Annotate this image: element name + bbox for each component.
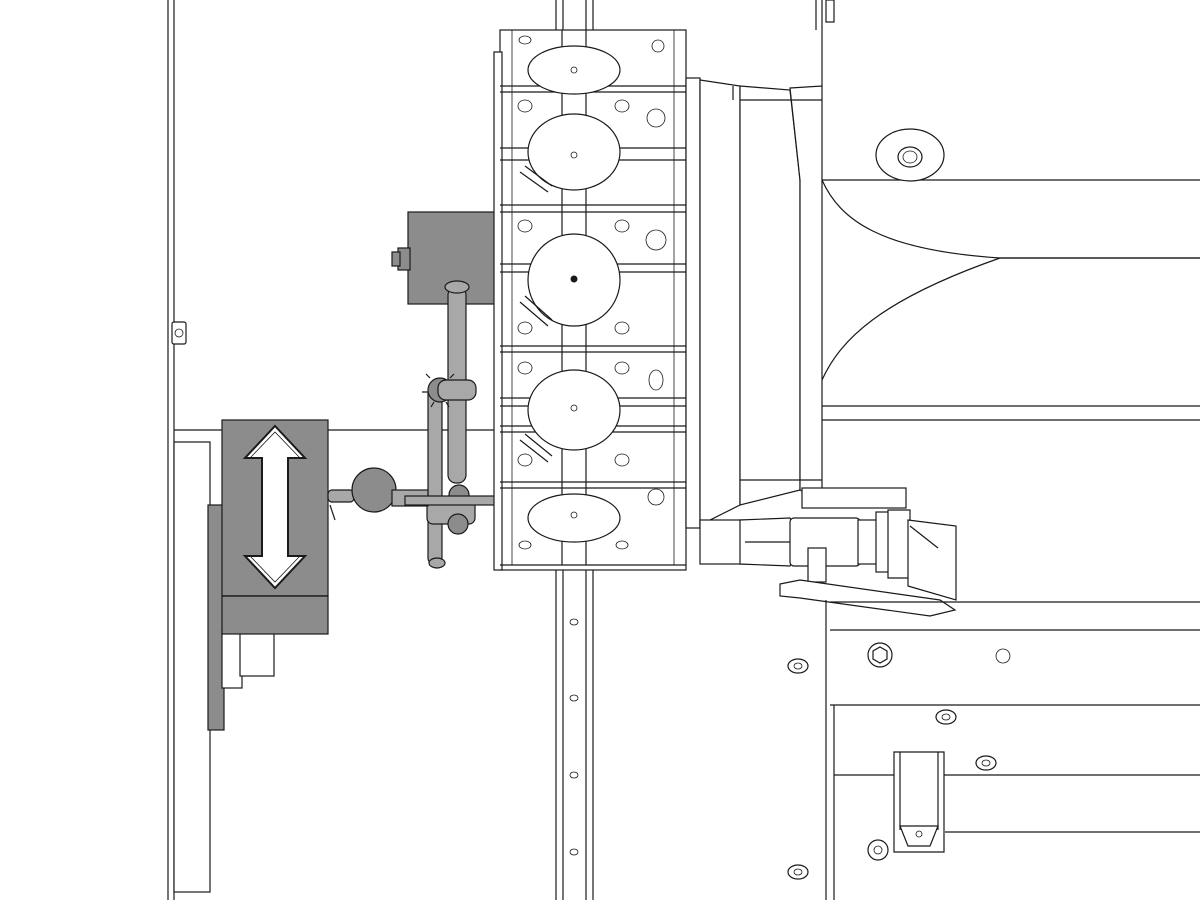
indicator-stand [422, 280, 477, 569]
clamp-saddle [527, 493, 621, 543]
hose-coupling-icon [699, 517, 801, 567]
clamp-saddle [527, 369, 621, 451]
double-headed-vertical-arrow-icon [242, 424, 308, 590]
clamp-saddle [527, 113, 621, 191]
valve-lever-icon [779, 487, 957, 617]
clamp-saddle [527, 233, 621, 327]
spindle-housing [685, 0, 1200, 529]
dial-indicator-icon [327, 467, 529, 521]
bolt-holes [517, 35, 667, 550]
machine-base-right [787, 600, 1200, 900]
clamp-saddle [527, 45, 621, 95]
clamping-fixture [493, 29, 687, 571]
